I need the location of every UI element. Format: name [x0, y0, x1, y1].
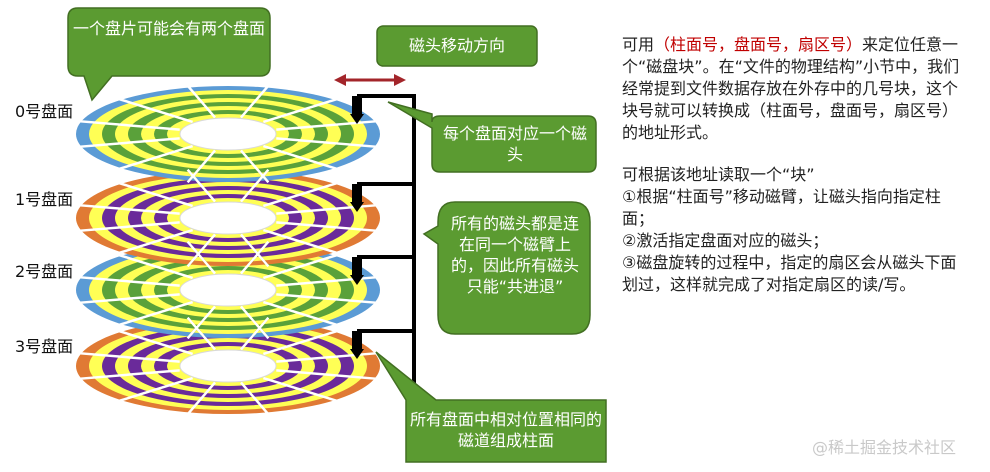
platter-label-2: 2号盘面 — [15, 262, 74, 281]
head-1 — [350, 184, 364, 212]
platter-2-spindle-hole — [179, 273, 277, 307]
platter-label-1: 1号盘面 — [15, 190, 74, 209]
disk-arm — [357, 94, 416, 420]
callout-shapes — [67, 7, 607, 463]
explanation-step-1: ①根据“柱面号”移动磁臂，让磁头指向指定柱面； — [622, 187, 941, 228]
head-3 — [350, 331, 364, 359]
p1-highlight: （柱面号，盘面号，扇区号） — [654, 35, 863, 54]
platter-3 — [76, 318, 380, 414]
platter-0-spindle-hole — [179, 117, 277, 151]
callout-one-head-shape — [387, 101, 597, 173]
p1-pre: 可用 — [622, 35, 655, 54]
platter-1-spindle-hole — [179, 201, 277, 235]
read-write-heads — [350, 96, 364, 359]
callout-same-arm-shape — [422, 201, 591, 335]
platter-label-0: 0号盘面 — [15, 102, 74, 121]
platter-3-spindle-hole — [179, 349, 277, 383]
explanation-p1: 可用（柱面号，盘面号，扇区号）来定位任意一个“磁盘块”。在“文件的物理结构”小节… — [622, 34, 967, 144]
callout-cylinder-shape — [375, 351, 607, 463]
watermark: @稀土掘金技术社区 — [812, 438, 957, 457]
head-0 — [350, 96, 364, 124]
p1-post: 来定位任意一个“磁盘块”。在“文件的物理结构”小节中，我们经常提到文件数据存放在… — [622, 35, 960, 142]
head-move-arrow — [334, 74, 406, 86]
explanation-p2: 可根据该地址读取一个“块” — [622, 165, 815, 184]
platter-1 — [76, 170, 380, 266]
platter-0 — [76, 86, 380, 182]
callout-head-direction-shape — [376, 25, 538, 67]
head-2 — [350, 257, 364, 285]
explanation-step-2: ②激活指定盘面对应的磁头； — [622, 231, 829, 250]
explanation-step-3: ③磁盘旋转的过程中，指定的扇区会从磁头下面划过，这样就完成了对指定扇区的读/写。 — [622, 253, 957, 294]
explanation-panel: 可用（柱面号，盘面号，扇区号）来定位任意一个“磁盘块”。在“文件的物理结构”小节… — [622, 34, 967, 296]
callout-two-faces-shape — [67, 7, 271, 102]
platter-2 — [76, 242, 380, 338]
platter-label-3: 3号盘面 — [15, 337, 74, 356]
